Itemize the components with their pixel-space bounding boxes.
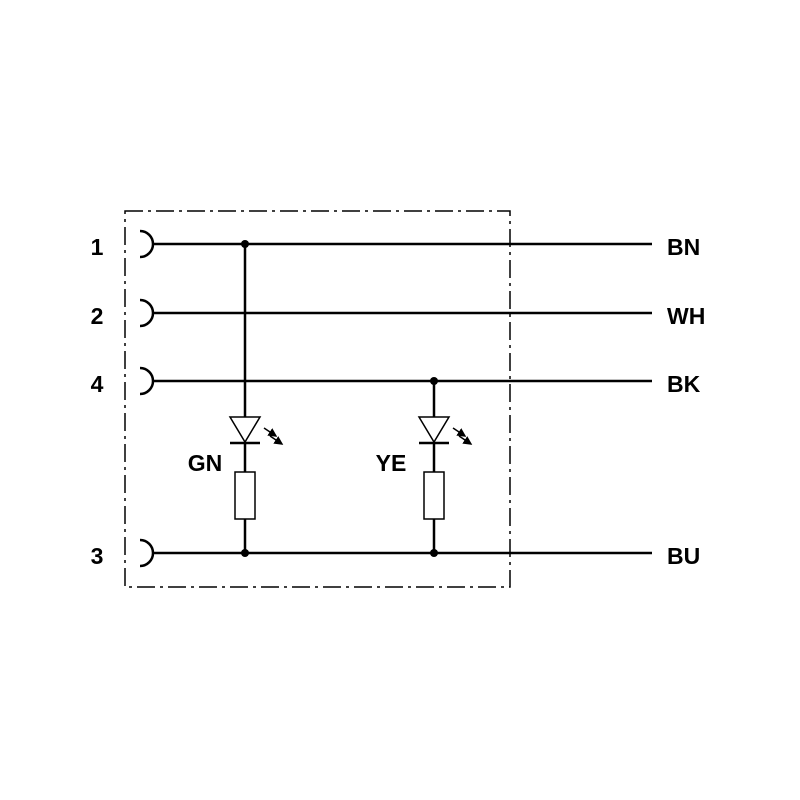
housing-frame <box>124 210 511 588</box>
light-arrow-gn-1 <box>263 427 278 437</box>
wire-label-bu: BU <box>667 543 700 569</box>
pin-label-3: 3 <box>91 543 104 569</box>
wire-label-bn: BN <box>667 234 700 260</box>
led-label-ye: YE <box>376 450 407 476</box>
pin-label-4: 4 <box>91 371 104 397</box>
led-branch-gn <box>228 240 284 557</box>
led-label-gn: GN <box>188 450 223 476</box>
pin-label-1: 1 <box>91 234 104 260</box>
wire-label-wh: WH <box>667 303 705 329</box>
junction-dot <box>430 549 438 557</box>
socket-contact-4 <box>139 366 155 396</box>
pin-label-2: 2 <box>91 303 104 329</box>
light-arrow-ye-1 <box>452 427 467 437</box>
resistor-ye <box>423 471 445 520</box>
led-symbol-ye <box>417 416 451 444</box>
junction-dot <box>241 240 249 248</box>
socket-contact-1 <box>139 229 155 259</box>
socket-contact-2 <box>139 298 155 328</box>
led-symbol-gn <box>228 416 262 444</box>
light-arrow-gn-2 <box>269 435 284 445</box>
light-arrow-ye-2 <box>458 435 473 445</box>
junction-dot <box>430 377 438 385</box>
resistor-gn <box>234 471 256 520</box>
socket-contact-3 <box>139 538 155 568</box>
wire-label-bk: BK <box>667 371 701 397</box>
junction-dot <box>241 549 249 557</box>
led-branch-ye <box>417 377 473 557</box>
